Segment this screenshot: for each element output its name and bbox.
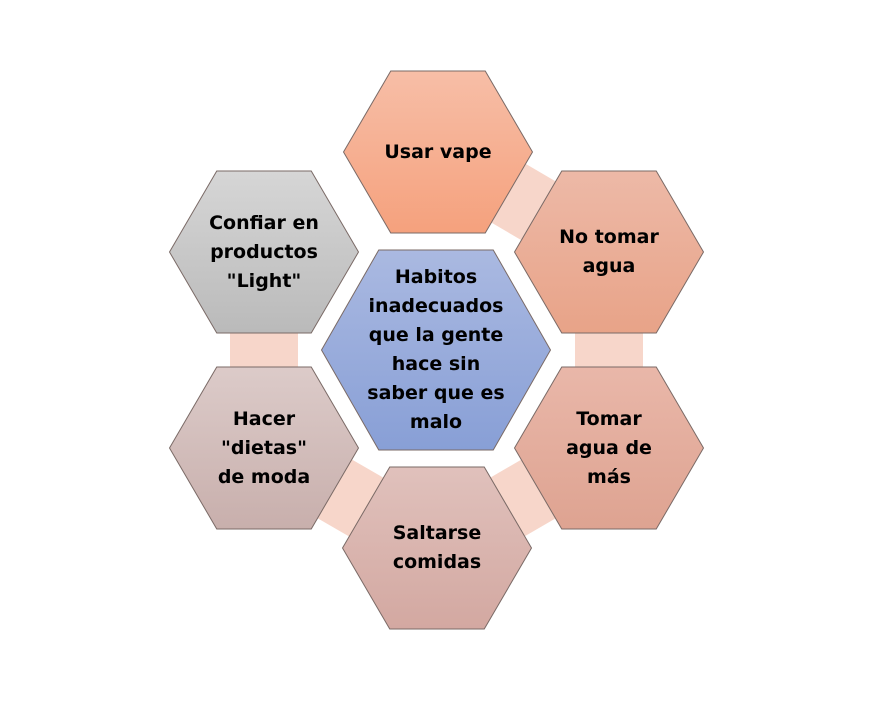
hexagon-left-bottom <box>168 366 360 530</box>
label-right-top: No tomar agua <box>535 171 684 333</box>
hexagon-right-bottom <box>513 366 705 530</box>
label-line: Saltarse <box>392 522 482 544</box>
hexagon-right-top <box>513 170 705 334</box>
hexagon-bottom <box>341 466 533 630</box>
hexagon-center <box>320 249 552 451</box>
label-line: No tomar <box>559 226 659 248</box>
label-line: saber que es <box>367 382 505 404</box>
label-line: más <box>587 465 631 488</box>
label-line: inadecuados <box>368 295 504 317</box>
label-line: de moda <box>217 465 311 488</box>
label-line: Habitos <box>394 266 478 288</box>
label-line: "Light" <box>226 269 302 292</box>
label-line: agua de <box>566 436 652 459</box>
label-line: malo <box>409 411 463 433</box>
label-line: que la gente <box>368 324 504 346</box>
hexagon-left-top <box>168 170 360 334</box>
label-left-bottom: Hacer "dietas" de moda <box>190 367 339 529</box>
label-line: "dietas" <box>220 436 307 459</box>
label-line: Confiar en <box>209 211 319 234</box>
label-center: Habitos inadecuados que la gente hace sin sa… <box>342 250 531 450</box>
label-line: comidas <box>392 551 482 573</box>
label-right-bottom: Tomar agua de más <box>535 367 684 529</box>
label-line: Tomar <box>576 407 642 430</box>
label-top: Usar vape <box>364 71 513 233</box>
hexagon-top <box>342 70 534 234</box>
label-line: agua <box>582 255 636 277</box>
label-line: productos <box>210 240 318 263</box>
label-left-top: Confiar en productos "Light" <box>190 171 339 333</box>
label-bottom: Saltarse comidas <box>363 467 512 629</box>
label-line: hace sin <box>391 353 481 375</box>
label-line: Usar vape <box>384 140 492 163</box>
label-line: Hacer <box>232 407 296 430</box>
